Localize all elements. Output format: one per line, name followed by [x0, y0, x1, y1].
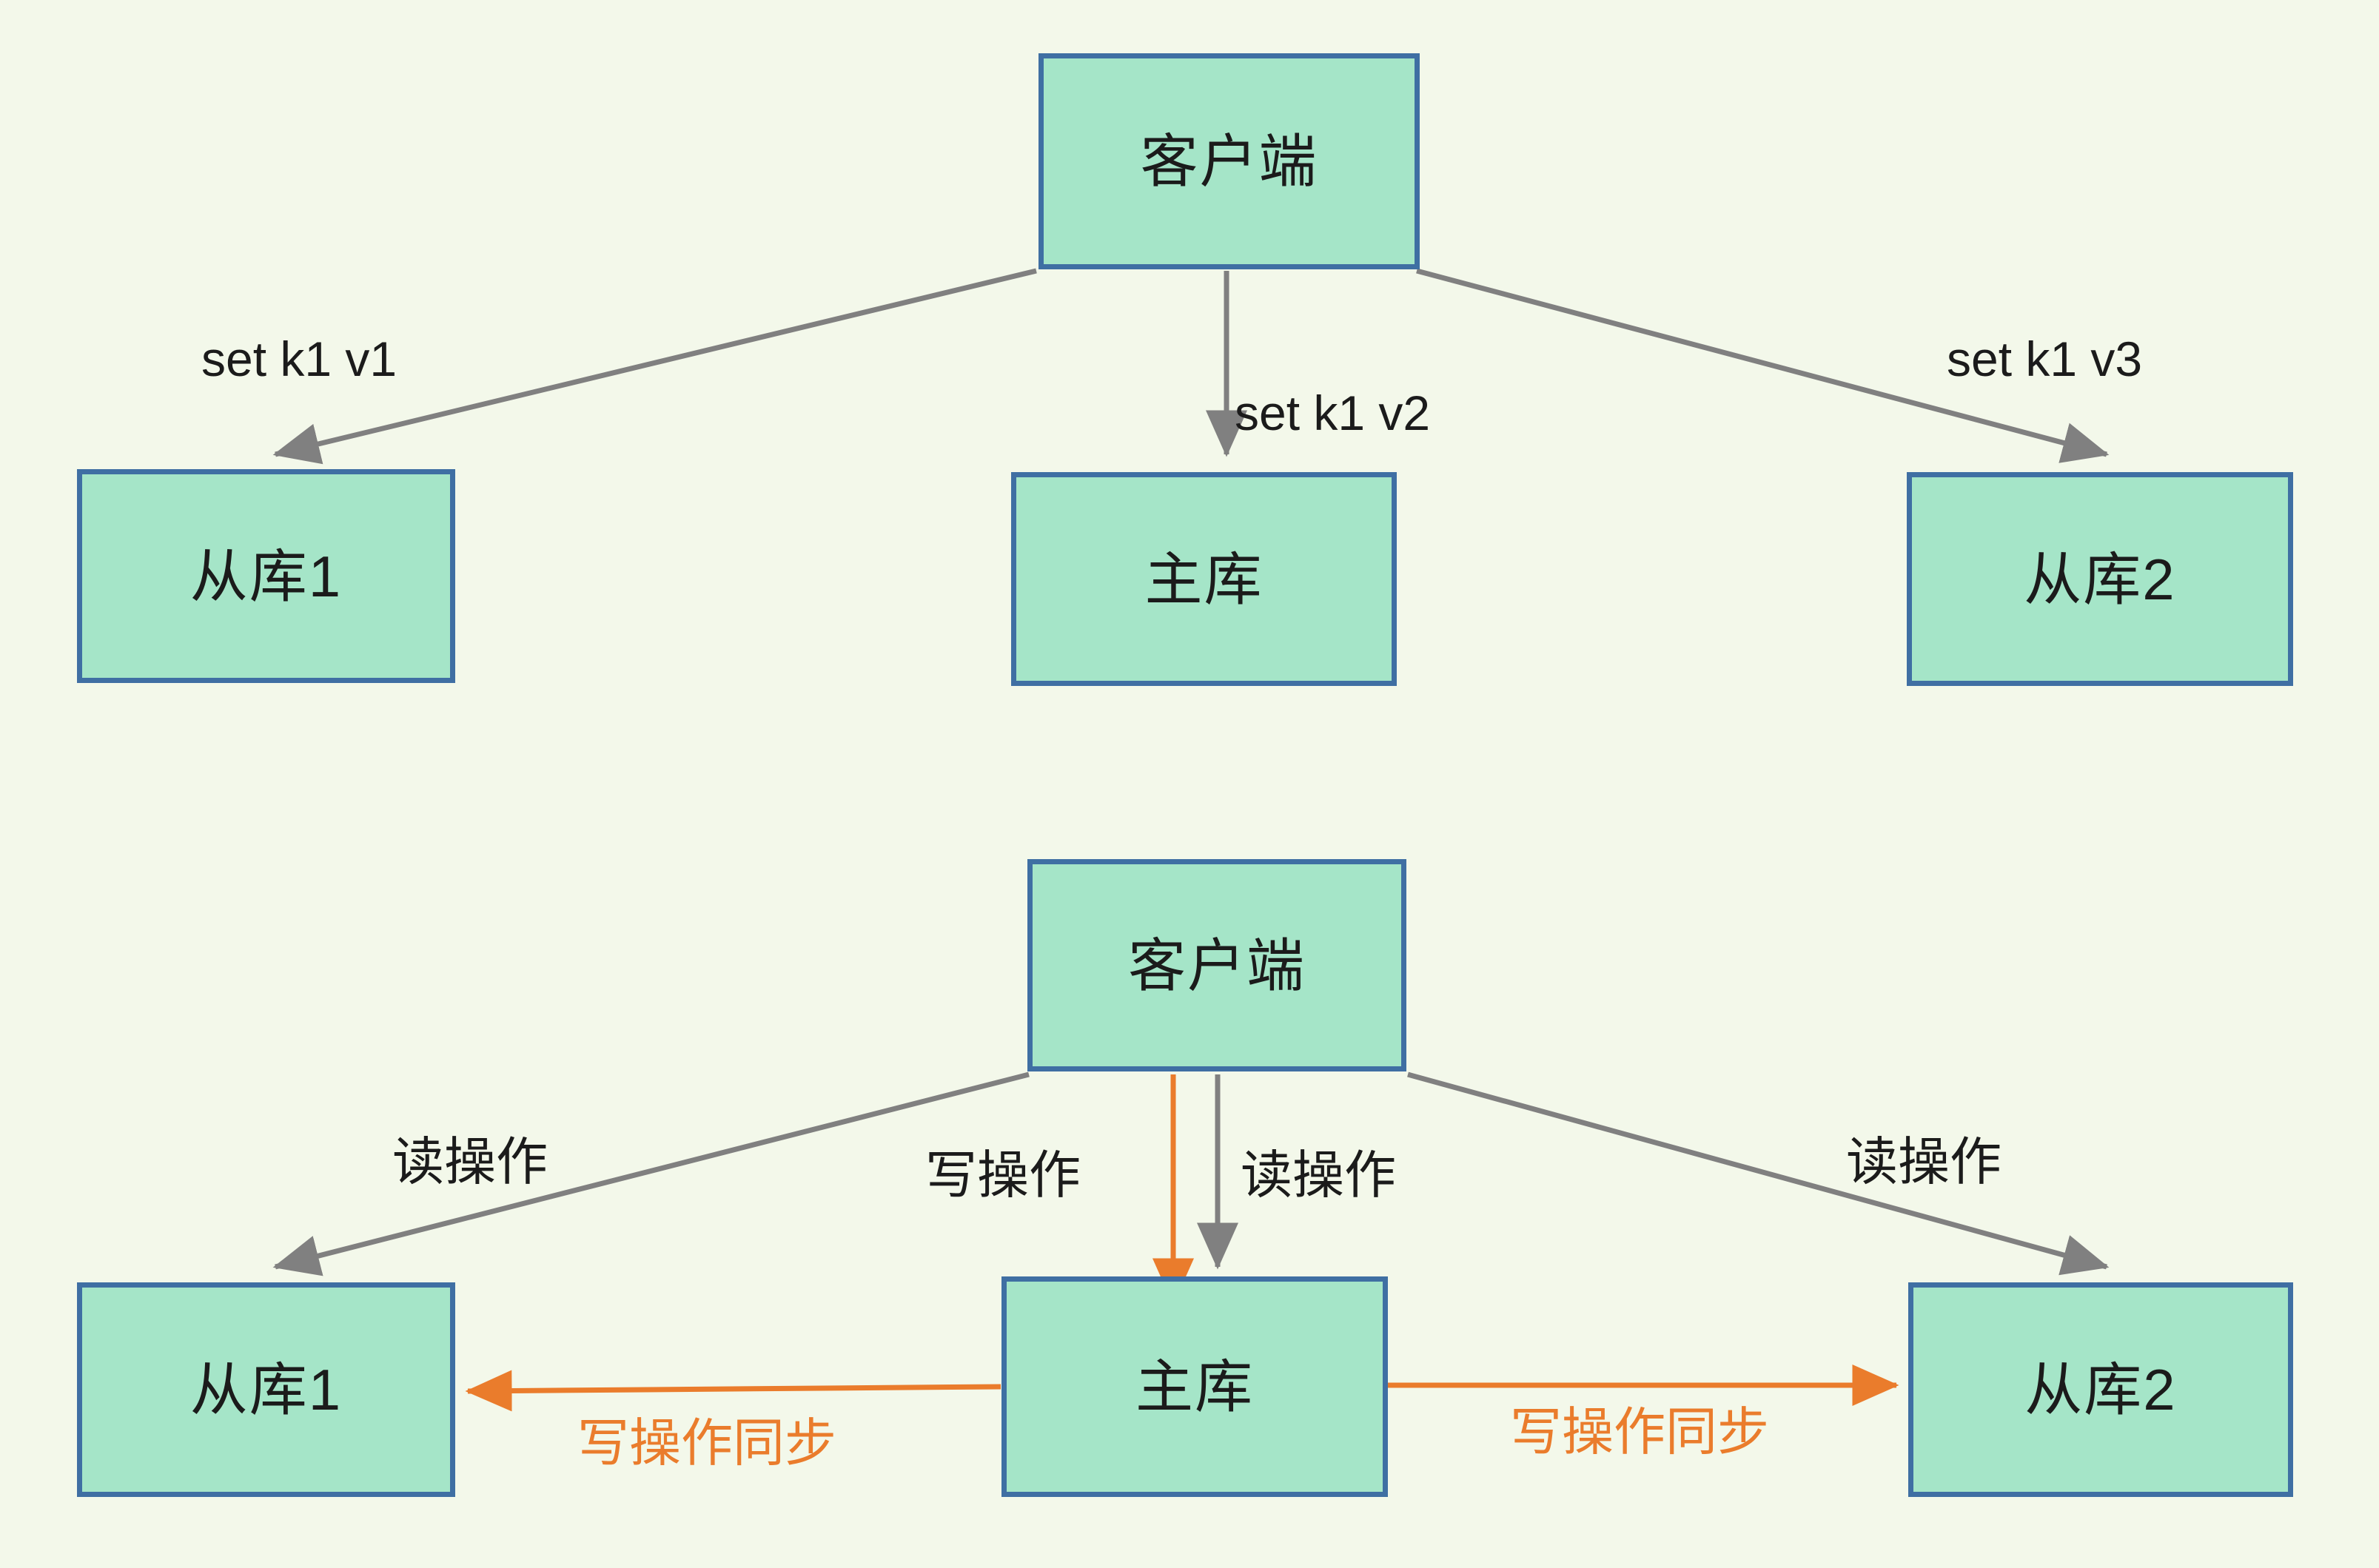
edge-label-read-master: 读操作: [1241, 1146, 1396, 1204]
node-bottom-client[interactable]: 客户端: [1027, 859, 1406, 1071]
node-label: 从库2: [2024, 1357, 2177, 1422]
node-bottom-slave1[interactable]: 从库1: [77, 1282, 455, 1497]
edge-label-read-slave1: 读操作: [392, 1133, 548, 1191]
node-label: 客户端: [1140, 129, 1318, 194]
edge-label-set-k1-v3: set k1 v3: [1947, 332, 2143, 386]
node-label: 从库2: [2024, 546, 2176, 612]
node-bottom-master[interactable]: 主库: [1001, 1276, 1388, 1497]
node-top-client[interactable]: 客户端: [1038, 53, 1420, 269]
edge-label-set-k1-v1: set k1 v1: [201, 332, 397, 386]
node-label: 客户端: [1127, 932, 1306, 998]
edge-client-read-slave2: [1407, 1071, 2110, 1276]
node-top-slave2[interactable]: 从库2: [1907, 472, 2293, 686]
edge-label-sync-slave2: 写操作同步: [1510, 1403, 1769, 1461]
edge-label-write-master: 写操作: [925, 1146, 1081, 1204]
edge-label-read-slave2: 读操作: [1846, 1133, 2001, 1191]
edge-label-set-k1-v2: set k1 v2: [1235, 386, 1431, 440]
edge-client-read-slave1: [272, 1071, 1030, 1276]
node-label: 主库: [1144, 546, 1264, 612]
node-top-slave1[interactable]: 从库1: [77, 469, 455, 683]
node-bottom-slave2[interactable]: 从库2: [1908, 1282, 2293, 1497]
node-label: 从库1: [189, 1357, 343, 1422]
node-label: 从库1: [189, 543, 343, 609]
node-top-master[interactable]: 主库: [1011, 472, 1397, 686]
edge-label-sync-slave1: 写操作同步: [577, 1414, 836, 1472]
node-label: 主库: [1135, 1354, 1254, 1419]
edge-master-sync-slave1: [465, 1370, 1001, 1412]
